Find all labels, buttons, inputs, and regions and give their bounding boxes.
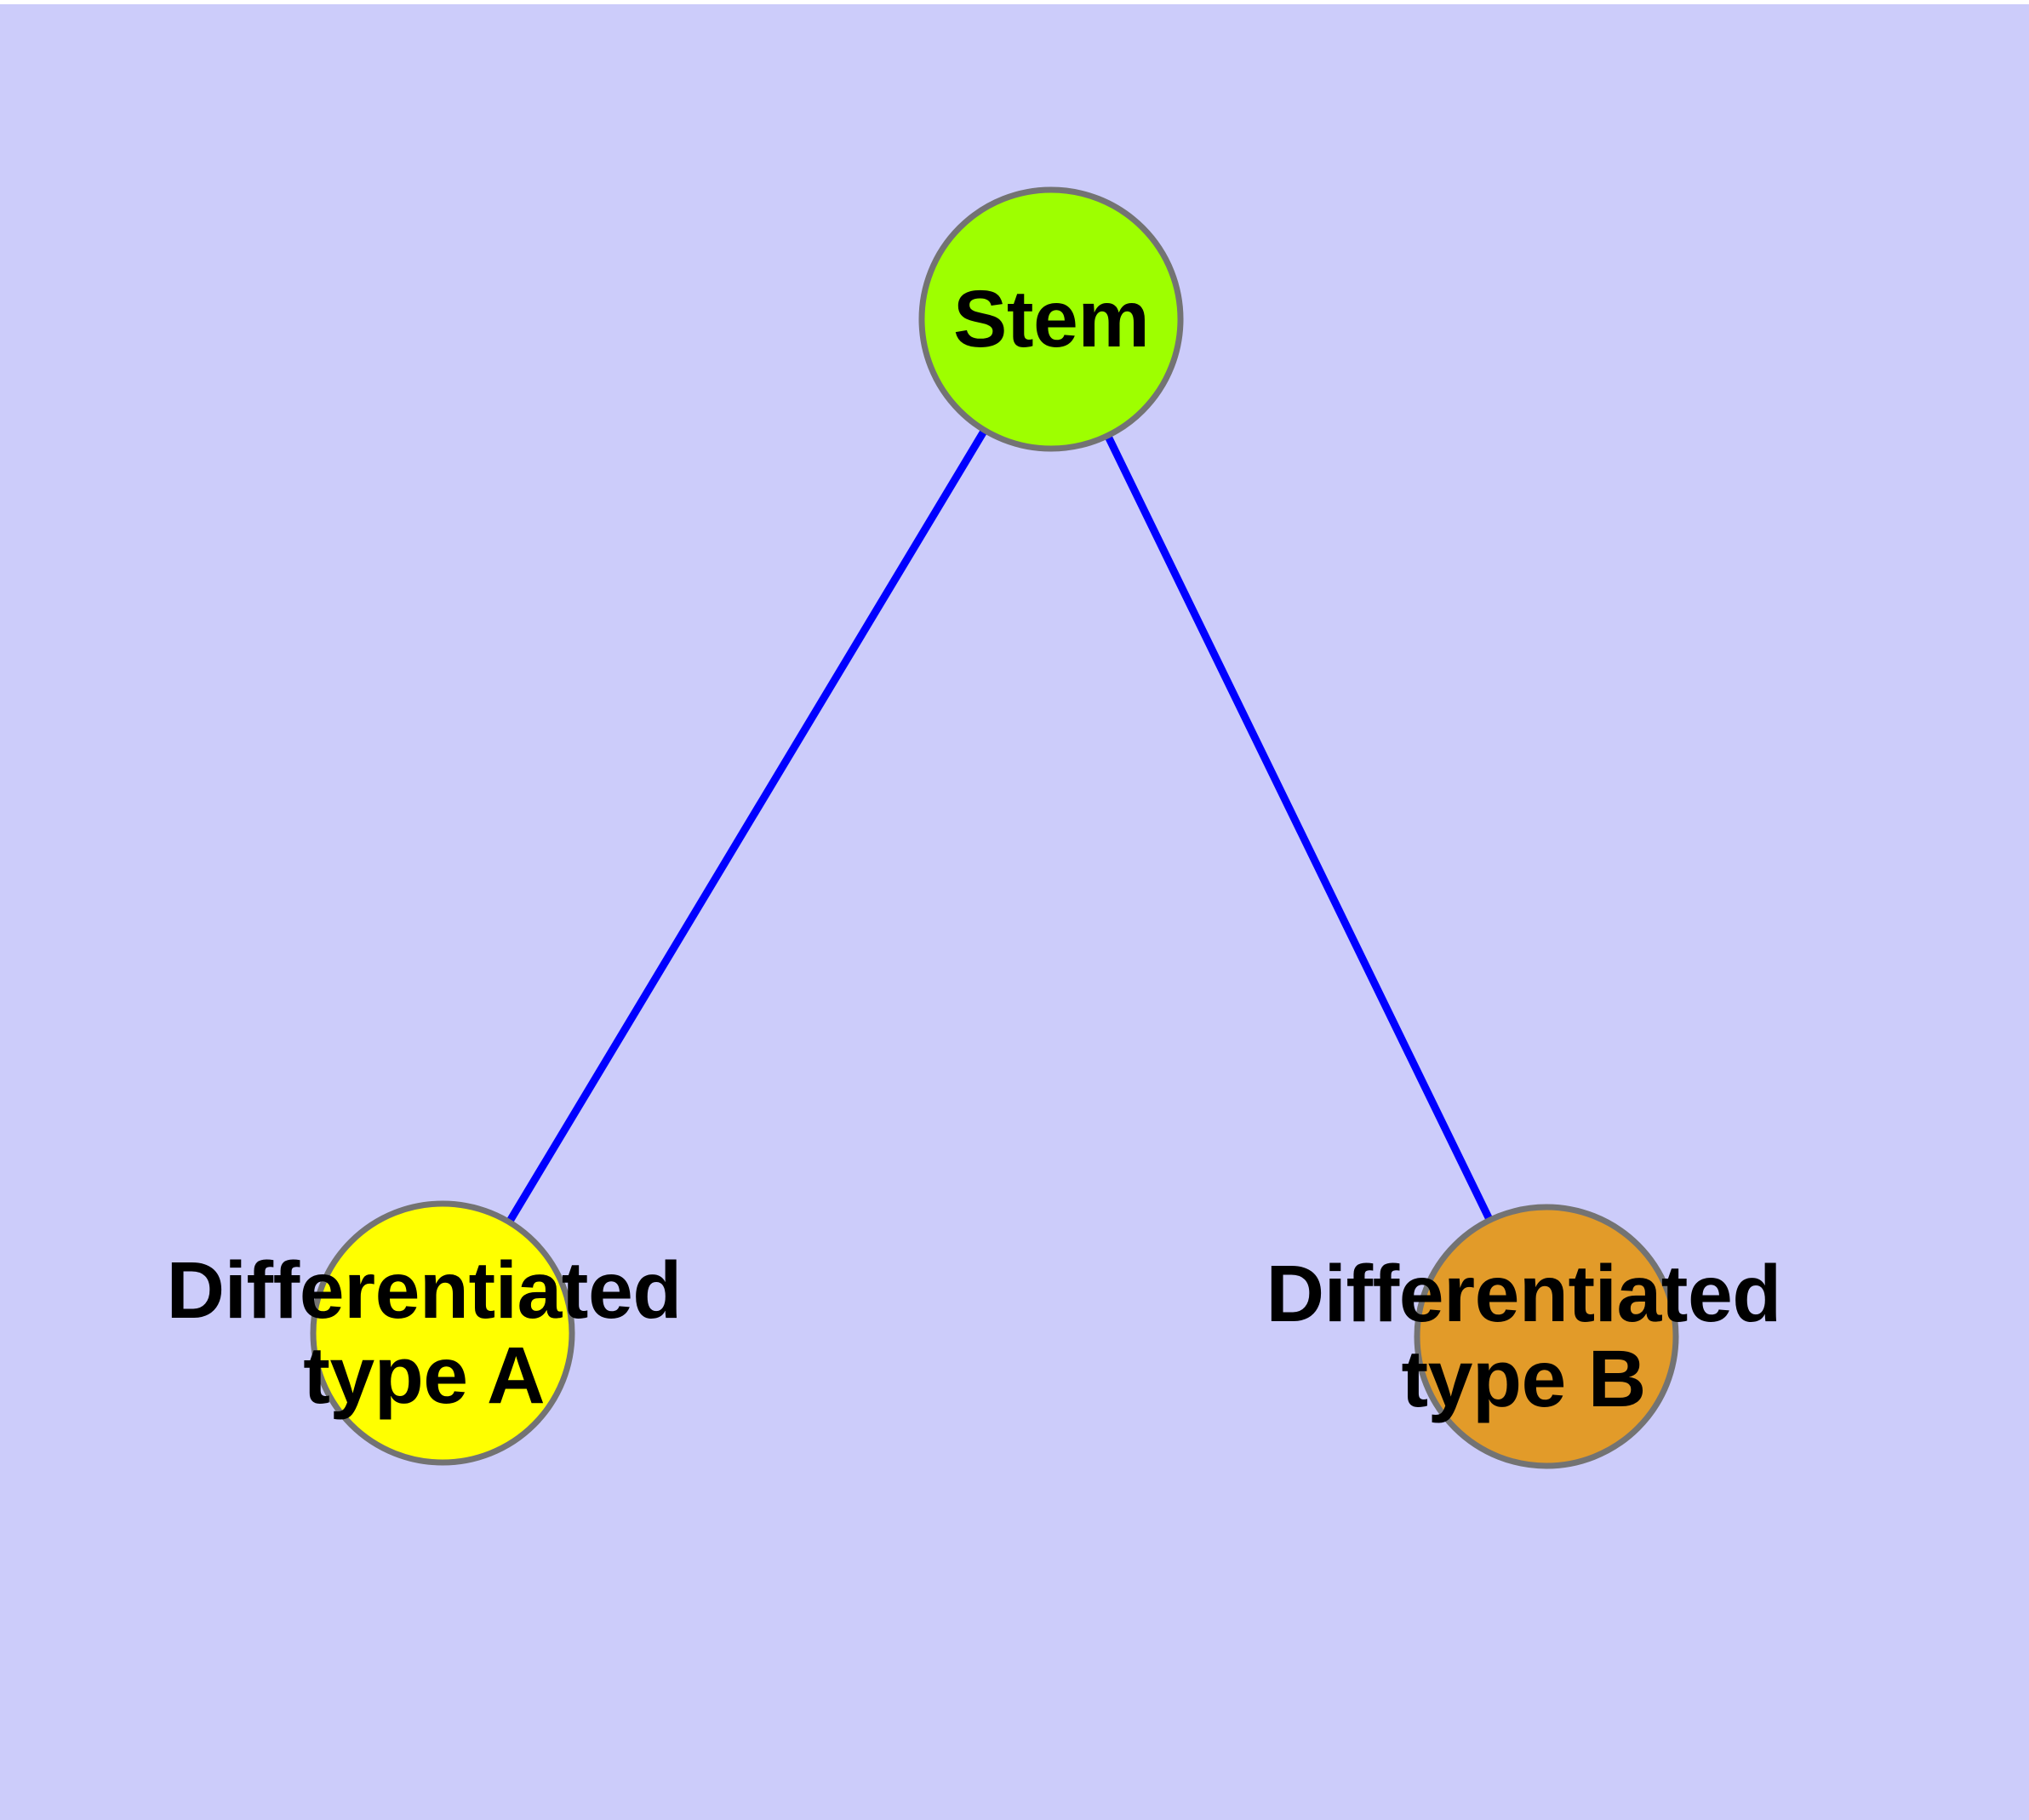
graph-edge-stem-to-diff_b[interactable]	[1047, 318, 1551, 1338]
graph-edge-stem-to-diff_a[interactable]	[439, 317, 1055, 1336]
graph-node-diff_b[interactable]	[1414, 1204, 1679, 1469]
edges-layer	[439, 317, 1551, 1338]
nodes-layer	[310, 186, 1679, 1469]
graph-node-diff_a[interactable]	[310, 1200, 575, 1466]
graph-node-stem[interactable]	[918, 186, 1184, 452]
